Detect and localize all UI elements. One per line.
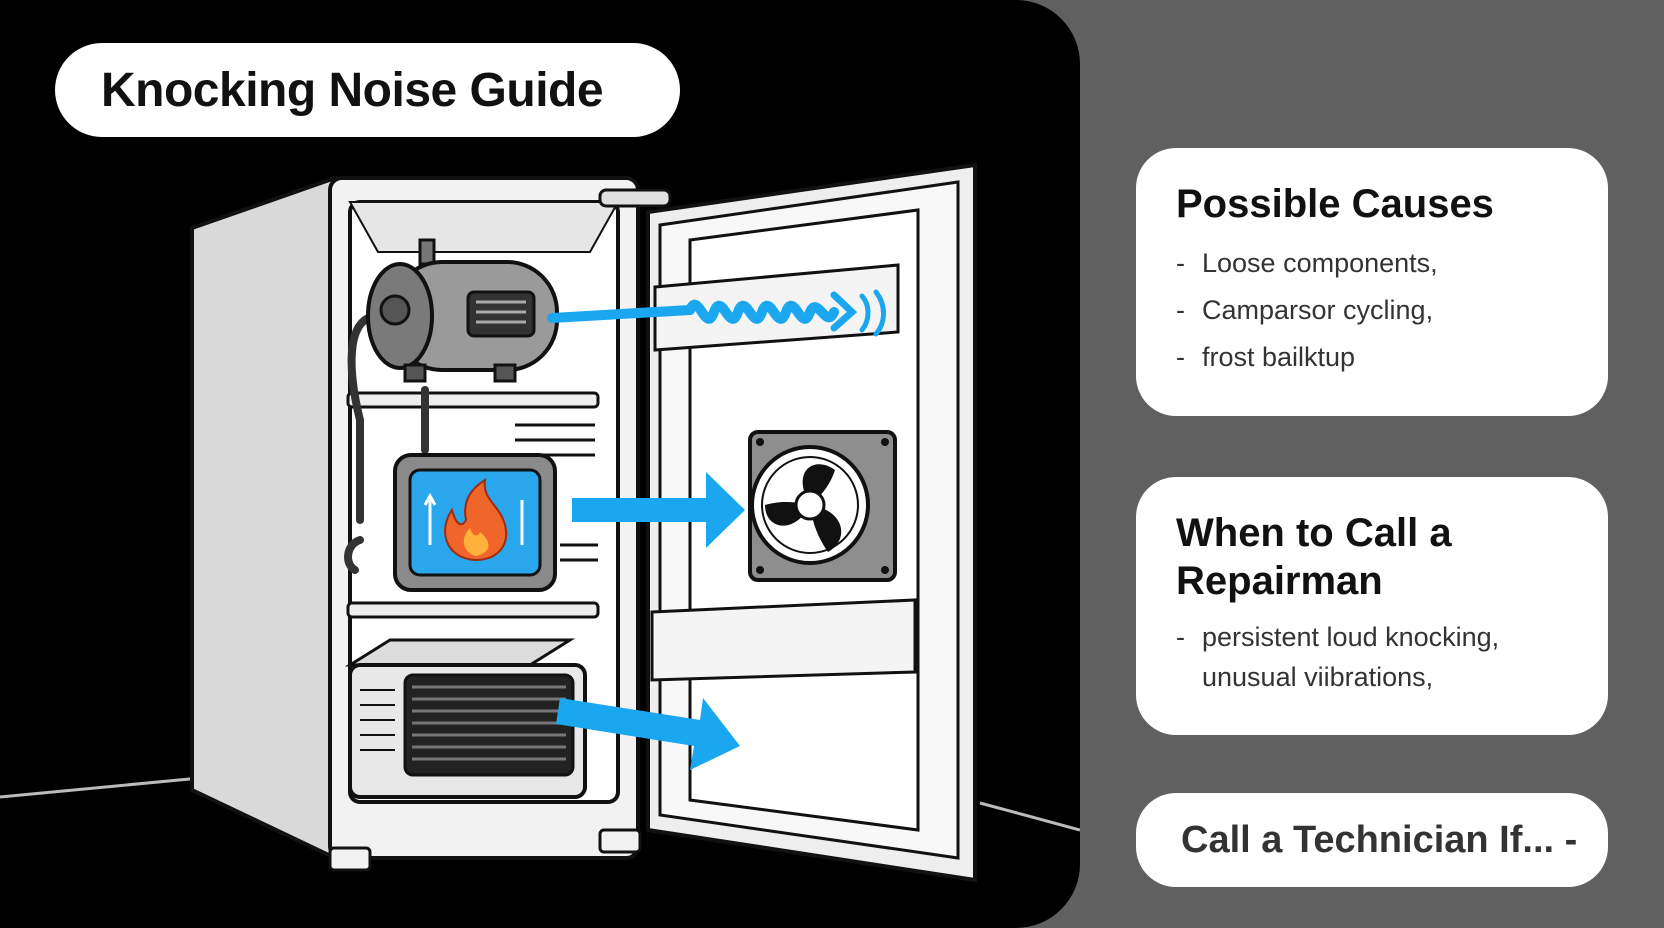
call-technician-button[interactable]: Call a Technician If... - [1136,793,1608,887]
vibration-wave-icon [547,289,886,337]
cause-text: Loose components, [1202,248,1438,278]
repair-text: persistent loud knocking, [1202,622,1500,652]
list-item: unusual viibrations, [1176,657,1568,697]
bullet: - [1176,342,1185,372]
call-technician-label: Call a Technician If... - [1181,818,1578,861]
bullet: - [1176,622,1185,652]
floor-line-left [0,776,201,799]
possible-causes-card: Possible Causes -Loose components, -Camp… [1136,148,1608,416]
list-item: -frost bailktup [1176,334,1568,381]
airflow-arrow [556,698,740,770]
repairman-list: -persistent loud knocking, unusual viibr… [1176,617,1568,697]
vent-grille-icon [344,638,587,799]
bullet: - [1176,248,1185,278]
cause-text: Camparsor cycling, [1202,295,1434,325]
causes-list: -Loose components, -Camparsor cycling, -… [1176,240,1568,381]
bullet: - [1176,295,1185,325]
heater-flame-icon [393,453,557,592]
causes-heading: Possible Causes [1176,182,1494,226]
list-item: -persistent loud knocking, [1176,617,1568,657]
fridge-illustration [0,162,1080,883]
fan-icon [748,430,897,582]
fridge-shelves [346,391,600,619]
repairman-heading: When to Call a Repairman [1176,511,1452,603]
repair-text: unusual viibrations, [1202,662,1434,692]
cause-text: frost bailktup [1202,342,1356,372]
list-item: -Loose components, [1176,240,1568,287]
list-item: -Camparsor cycling, [1176,287,1568,334]
page-title: Knocking Noise Guide [101,63,604,117]
compressor-icon [366,238,559,383]
refrigerant-tubes [344,314,429,574]
title-pill: Knocking Noise Guide [55,43,680,137]
floor-line-right [979,801,1080,832]
heat-arrow [572,472,745,548]
repairman-card: When to Call a Repairman -persistent lou… [1136,477,1608,735]
